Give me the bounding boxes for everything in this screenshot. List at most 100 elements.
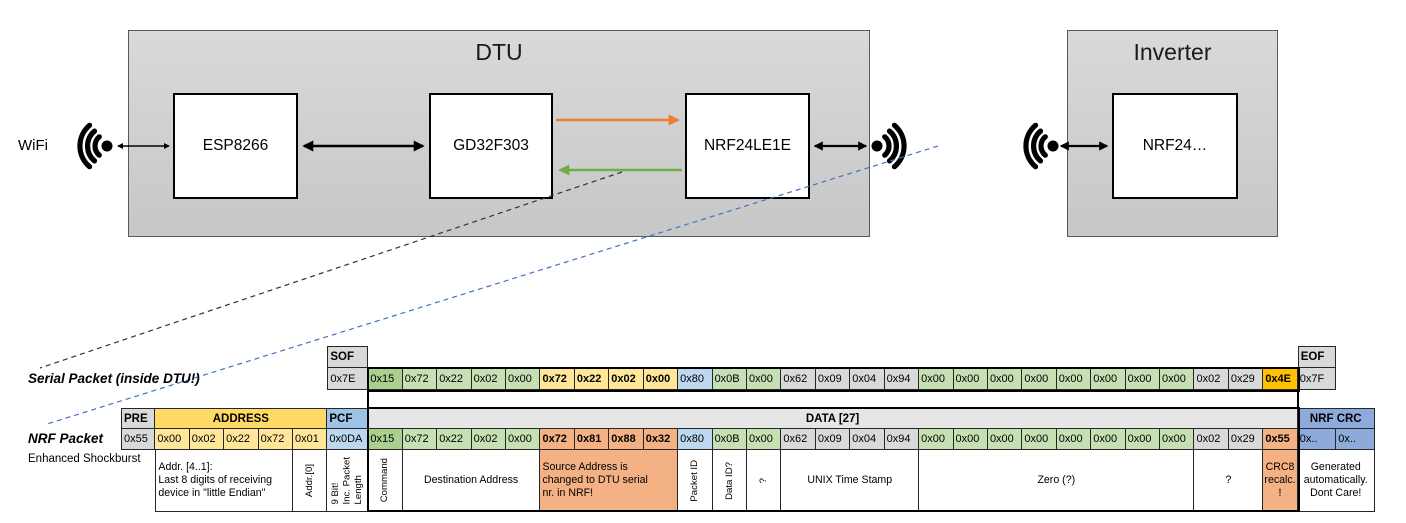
annotation-cell: Packet ID xyxy=(678,450,713,512)
byte-cell: 0x15 xyxy=(368,368,403,390)
annotation-cell: Source Address is changed to DTU serial … xyxy=(540,450,679,512)
annotation-cell: ? xyxy=(1194,450,1264,512)
byte-cell: 0x09 xyxy=(815,368,851,390)
vertical-annotation-text: Data ID? xyxy=(723,461,735,500)
nrf-packet-label: NRF Packet xyxy=(28,431,104,446)
byte-cell: 0x00 xyxy=(746,368,782,390)
sof-header-cell: SOF xyxy=(327,346,369,368)
byte-cell: 0x72 xyxy=(540,368,575,390)
byte-cell: 0x55 xyxy=(121,429,156,450)
nrf-header-cell: PRE xyxy=(121,408,156,429)
byte-cell: 0x29 xyxy=(1228,429,1264,450)
esp8266-box: ESP8266 xyxy=(173,93,298,199)
nrf24le1e-label: NRF24LE1E xyxy=(703,137,791,154)
byte-cell: 0x81 xyxy=(574,429,610,450)
byte-cell: 0x00 xyxy=(919,429,954,450)
byte-cell: 0x72 xyxy=(540,429,575,450)
vertical-annotation-text: 9 Bit! Inc. Packet Length xyxy=(330,456,365,505)
byte-cell: 0x62 xyxy=(781,429,816,450)
byte-cell: 0x7E xyxy=(327,368,369,390)
byte-cell: 0x0B xyxy=(712,368,747,390)
annotation-cell: 9 Bit! Inc. Packet Length xyxy=(327,450,369,512)
byte-cell: 0x0B xyxy=(712,429,747,450)
byte-cell: 0x04 xyxy=(850,429,885,450)
serial-packet-label: Serial Packet (inside DTU!) xyxy=(28,371,200,386)
byte-cell: 0x88 xyxy=(609,429,644,450)
byte-cell: 0x01 xyxy=(292,429,328,450)
byte-cell: 0x02 xyxy=(471,429,507,450)
annotation-cell: CRC8 recalc. ! xyxy=(1263,450,1298,512)
inverter-title: Inverter xyxy=(1133,39,1212,65)
byte-cell: 0x00 xyxy=(953,368,988,390)
vertical-annotation-text: Packet ID xyxy=(689,459,701,502)
byte-cell: 0x04 xyxy=(850,368,885,390)
byte-cell: 0x00 xyxy=(919,368,954,390)
byte-cell: 0x02 xyxy=(471,368,507,390)
gd32f303-box: GD32F303 xyxy=(429,93,553,199)
annotation-cell: Addr. [4..1]: Last 8 digits of receiving… xyxy=(155,450,293,512)
nrf-header-cell: PCF xyxy=(327,408,369,429)
byte-cell: 0x72 xyxy=(258,429,293,450)
byte-cell: 0x02 xyxy=(609,368,644,390)
annotation-cell: Zero (?) xyxy=(919,450,1195,512)
byte-cell: 0x00 xyxy=(643,368,679,390)
vertical-annotation-text: ? xyxy=(757,477,769,484)
annotation-cell: Generated automatically. Dont Care! xyxy=(1297,450,1375,512)
nrf24le1e-box: NRF24LE1E xyxy=(685,93,810,199)
byte-cell: 0x62 xyxy=(781,368,816,390)
byte-cell: 0x55 xyxy=(1263,429,1298,450)
byte-cell: 0x4E xyxy=(1263,368,1298,390)
esp8266-label: ESP8266 xyxy=(202,137,269,154)
byte-cell: 0x00 xyxy=(1056,429,1092,450)
byte-cell: 0x00 xyxy=(1022,368,1057,390)
byte-cell: 0x00 xyxy=(1091,368,1126,390)
annotation-cell: Destination Address xyxy=(402,450,541,512)
wifi-label: WiFi xyxy=(18,137,48,154)
byte-cell: 0x00 xyxy=(1160,429,1195,450)
byte-cell: 0x00 xyxy=(506,368,541,390)
byte-cell: 0x7F xyxy=(1297,368,1337,390)
byte-cell: 0x00 xyxy=(1160,368,1195,390)
annotation-cell: Addr.[0] xyxy=(292,450,328,512)
byte-cell: 0x94 xyxy=(884,429,920,450)
byte-cell: 0x09 xyxy=(815,429,851,450)
annotation-cell: UNIX Time Stamp xyxy=(781,450,920,512)
annotation-cell: ? xyxy=(746,450,782,512)
eof-header-cell: EOF xyxy=(1297,346,1337,368)
byte-cell: 0x02 xyxy=(189,429,225,450)
byte-cell: 0x32 xyxy=(643,429,679,450)
byte-cell: 0x00 xyxy=(1056,368,1092,390)
inverter-nrf24-box: NRF24… xyxy=(1112,93,1238,199)
vertical-annotation-text: Command xyxy=(379,458,391,503)
byte-cell: 0x00 xyxy=(1125,368,1161,390)
wifi-icon-left xyxy=(77,122,113,170)
byte-cell: 0x00 xyxy=(1125,429,1161,450)
inverter-nrf24-label: NRF24… xyxy=(1142,137,1208,154)
byte-cell: 0x00 xyxy=(155,429,190,450)
byte-cell: 0x94 xyxy=(884,368,920,390)
byte-cell: 0x02 xyxy=(1194,368,1229,390)
gd32f303-label: GD32F303 xyxy=(453,137,529,154)
nrf-header-cell: DATA [27] xyxy=(368,408,1298,429)
dtu-title: DTU xyxy=(475,39,523,65)
byte-cell: 0x00 xyxy=(953,429,988,450)
nrf-header-cell: ADDRESS xyxy=(155,408,328,429)
wifi-icon-inverter xyxy=(1023,122,1059,170)
byte-cell: 0x.. xyxy=(1297,429,1337,450)
byte-cell: 0x02 xyxy=(1194,429,1229,450)
byte-cell: 0x00 xyxy=(746,429,782,450)
byte-cell: 0x29 xyxy=(1228,368,1264,390)
byte-cell: 0x80 xyxy=(678,368,713,390)
byte-cell: 0x00 xyxy=(987,429,1023,450)
byte-cell: 0x00 xyxy=(1091,429,1126,450)
byte-cell: 0x72 xyxy=(402,429,438,450)
enhanced-shockburst-label: Enhanced Shockburst xyxy=(28,453,141,465)
wifi-icon-dtu-right xyxy=(871,122,907,170)
annotation-cell: Command xyxy=(368,450,403,512)
byte-cell: 0x22 xyxy=(437,368,472,390)
nrf-header-cell: NRF CRC xyxy=(1297,408,1375,429)
byte-cell: 0x00 xyxy=(1022,429,1057,450)
byte-cell: 0x00 xyxy=(987,368,1023,390)
